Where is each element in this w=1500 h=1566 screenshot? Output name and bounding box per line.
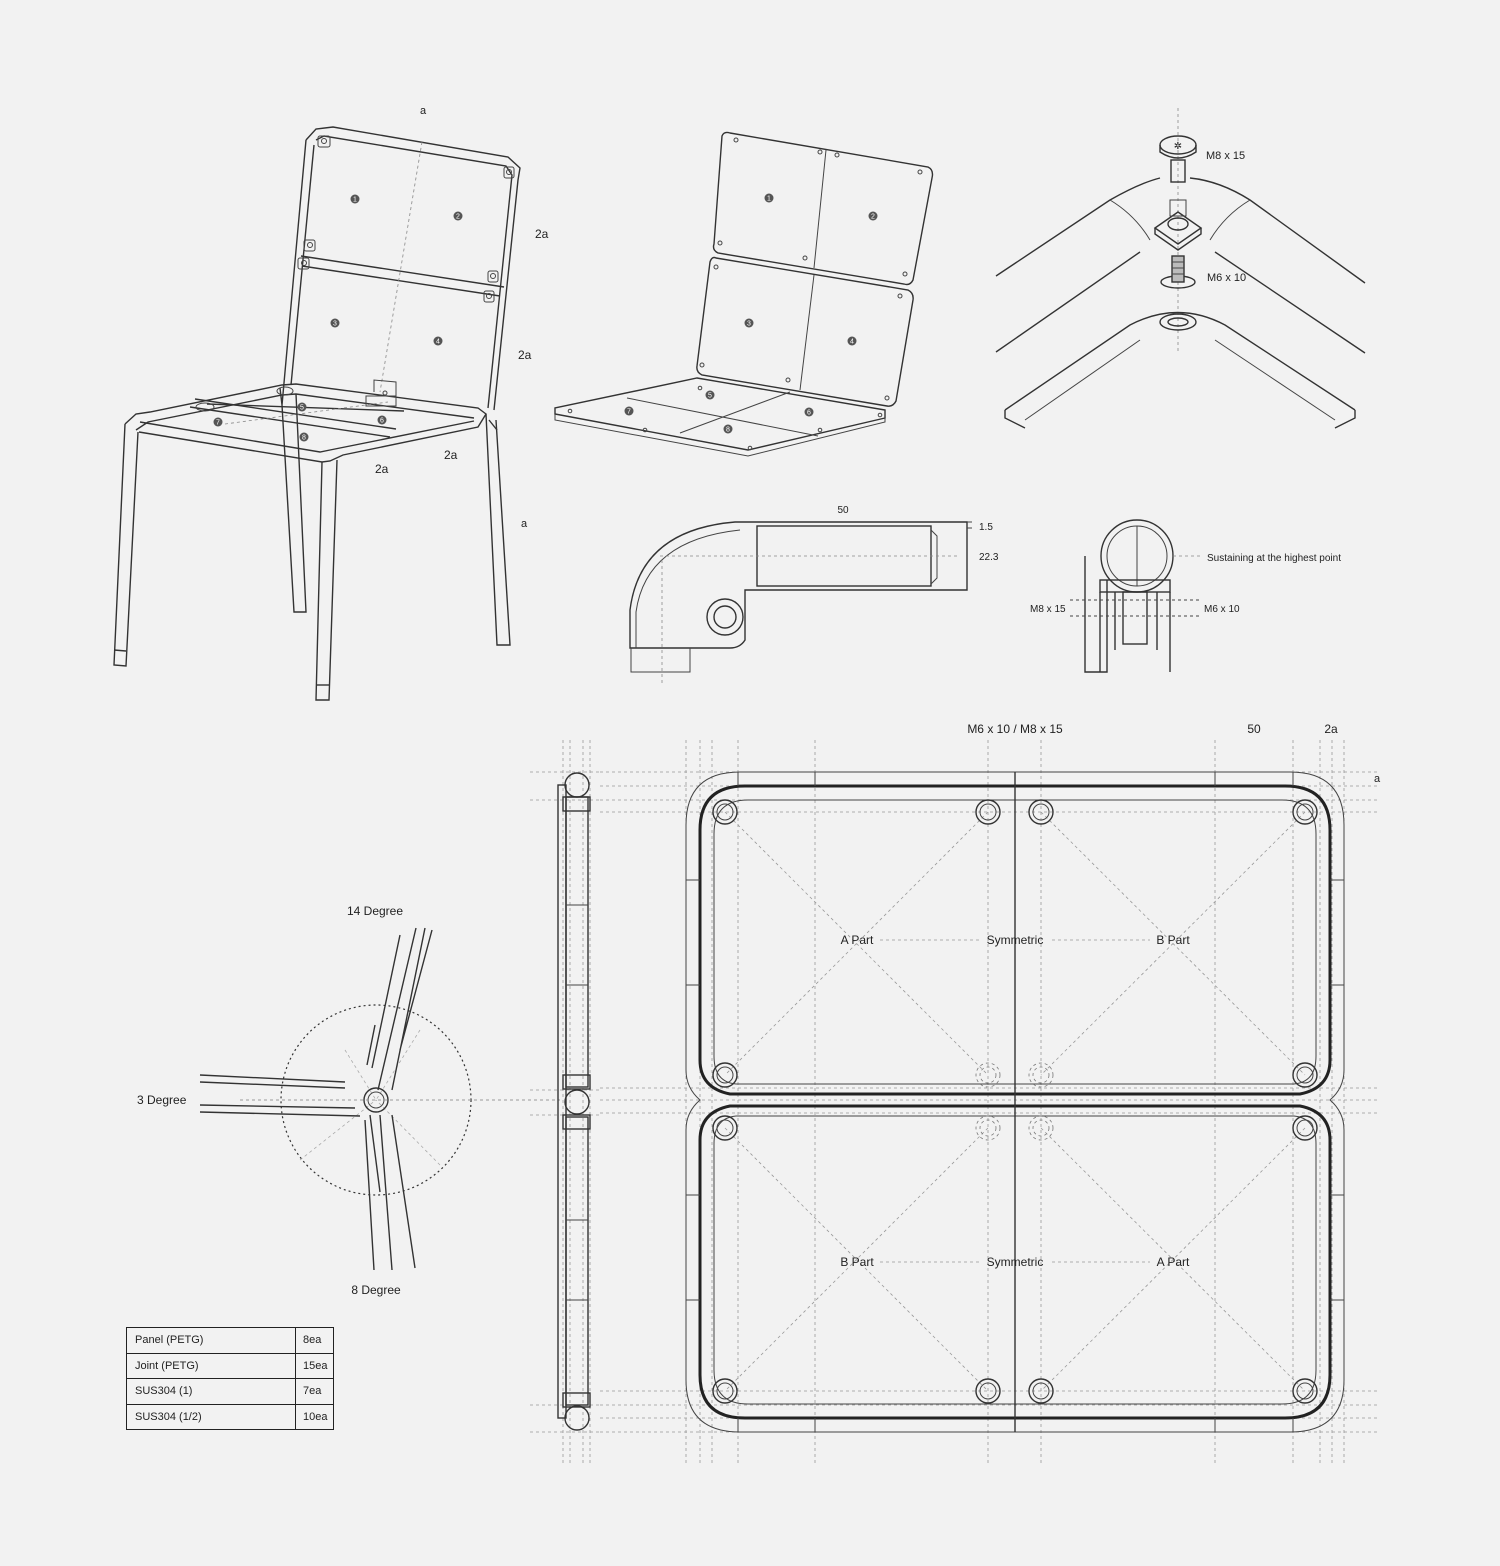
screw-boss	[975, 1378, 1001, 1404]
clamp-detail-view: Sustaining at the highest point M8 x 15 …	[1030, 519, 1341, 673]
table-row: Panel (PETG) 8ea	[126, 1327, 334, 1354]
angle-label-top: 14 Degree	[347, 904, 403, 918]
bill-of-materials-table: Panel (PETG) 8ea Joint (PETG) 15ea SUS30…	[126, 1327, 334, 1430]
angle-detail-view: 14 Degree 3 Degree 8 Degree	[137, 904, 560, 1297]
table-row: Joint (PETG) 15ea	[126, 1352, 334, 1379]
panel-number: 1	[353, 197, 357, 204]
screw-boss	[712, 799, 738, 825]
screw-boss	[712, 1378, 738, 1404]
part-label: A Part	[841, 933, 874, 947]
panel-number: 7	[627, 409, 631, 416]
panel-number: 8	[302, 435, 306, 442]
screw-boss-hidden	[975, 1115, 1001, 1141]
panel-number: 3	[333, 321, 337, 328]
screw-boss	[712, 1062, 738, 1088]
table-row: SUS304 (1) 7ea	[126, 1378, 334, 1405]
screw-boss	[1292, 1062, 1318, 1088]
dimension-label: a	[521, 518, 528, 530]
dimension-diameter: 22.3	[979, 552, 999, 563]
joint-section-view: 50 1.5 22.3	[629, 505, 999, 686]
clamp-label-m8: M8 x 15	[1030, 604, 1066, 615]
part-label: A Part	[1157, 1255, 1190, 1269]
panel-number: 5	[300, 405, 304, 412]
clamp-label-m6: M6 x 10	[1204, 604, 1240, 615]
bom-item: Joint (PETG)	[126, 1352, 296, 1379]
panel-number: 5	[708, 393, 712, 400]
screw-boss	[1028, 1378, 1054, 1404]
dimension-length: 50	[837, 505, 849, 516]
dimension-label: 2a	[444, 448, 458, 462]
torx-icon: ✲	[1174, 141, 1182, 152]
panel-number: 1	[767, 196, 771, 203]
panel-number: 8	[726, 427, 730, 434]
part-label: B Part	[1156, 933, 1190, 947]
side-elevation-view	[530, 740, 600, 1465]
panel-number: 6	[380, 418, 384, 425]
screw-boss	[975, 799, 1001, 825]
dimension-label: 2a	[535, 227, 549, 241]
dimension-label: 2a	[518, 348, 532, 362]
plan-screw-label: M6 x 10 / M8 x 15	[967, 722, 1063, 736]
symmetric-label: Symmetric	[987, 1255, 1044, 1269]
bom-qty: 10ea	[295, 1403, 334, 1430]
bom-qty: 7ea	[295, 1378, 334, 1405]
bom-item: SUS304 (1/2)	[126, 1403, 296, 1430]
part-label: B Part	[840, 1255, 874, 1269]
bom-item: SUS304 (1)	[126, 1378, 296, 1405]
clamp-note: Sustaining at the highest point	[1207, 553, 1341, 564]
panel-assembly-view: 1 2 3 4 5 6 7 8	[554, 131, 934, 457]
angle-label-left: 3 Degree	[137, 1093, 187, 1107]
screw-boss	[1292, 799, 1318, 825]
chair-isometric-view: 1 2 3 4 5 6 7 8 a 2a 2a 2a 2a a	[113, 105, 549, 701]
fastener-label-m6: M6 x 10	[1207, 272, 1246, 284]
symmetric-label: Symmetric	[987, 933, 1044, 947]
screw-boss	[712, 1115, 738, 1141]
panel-number: 4	[436, 339, 440, 346]
plan-a-label: a	[1374, 773, 1381, 785]
angle-label-bottom: 8 Degree	[351, 1283, 401, 1297]
bom-item: Panel (PETG)	[126, 1327, 296, 1354]
screw-boss	[1028, 799, 1054, 825]
screw-boss	[1292, 1378, 1318, 1404]
fastener-exploded-view: ✲ M8 x 15 M6 x 10	[995, 108, 1366, 429]
table-row: SUS304 (1/2) 10ea	[126, 1403, 334, 1430]
dimension-label: 2a	[375, 462, 389, 476]
plan-view: M6 x 10 / M8 x 15 50 2a a A Part Symmetr…	[600, 722, 1381, 1465]
panel-number: 4	[850, 339, 854, 346]
screw-boss-hidden	[1028, 1062, 1054, 1088]
screw-boss	[1292, 1115, 1318, 1141]
panel-number: 2	[871, 214, 875, 221]
panel-number: 7	[216, 420, 220, 427]
panel-number: 3	[747, 321, 751, 328]
dimension-wall: 1.5	[979, 522, 993, 533]
dimension-label: a	[420, 105, 427, 117]
screw-boss-hidden	[1028, 1115, 1054, 1141]
plan-2a-label: 2a	[1324, 722, 1338, 736]
plan-length-label: 50	[1247, 722, 1261, 736]
panel-number: 6	[807, 410, 811, 417]
fastener-label-m8: M8 x 15	[1206, 150, 1245, 162]
bom-qty: 15ea	[295, 1352, 334, 1379]
bom-qty: 8ea	[295, 1327, 334, 1354]
panel-number: 2	[456, 214, 460, 221]
screw-boss-hidden	[975, 1062, 1001, 1088]
